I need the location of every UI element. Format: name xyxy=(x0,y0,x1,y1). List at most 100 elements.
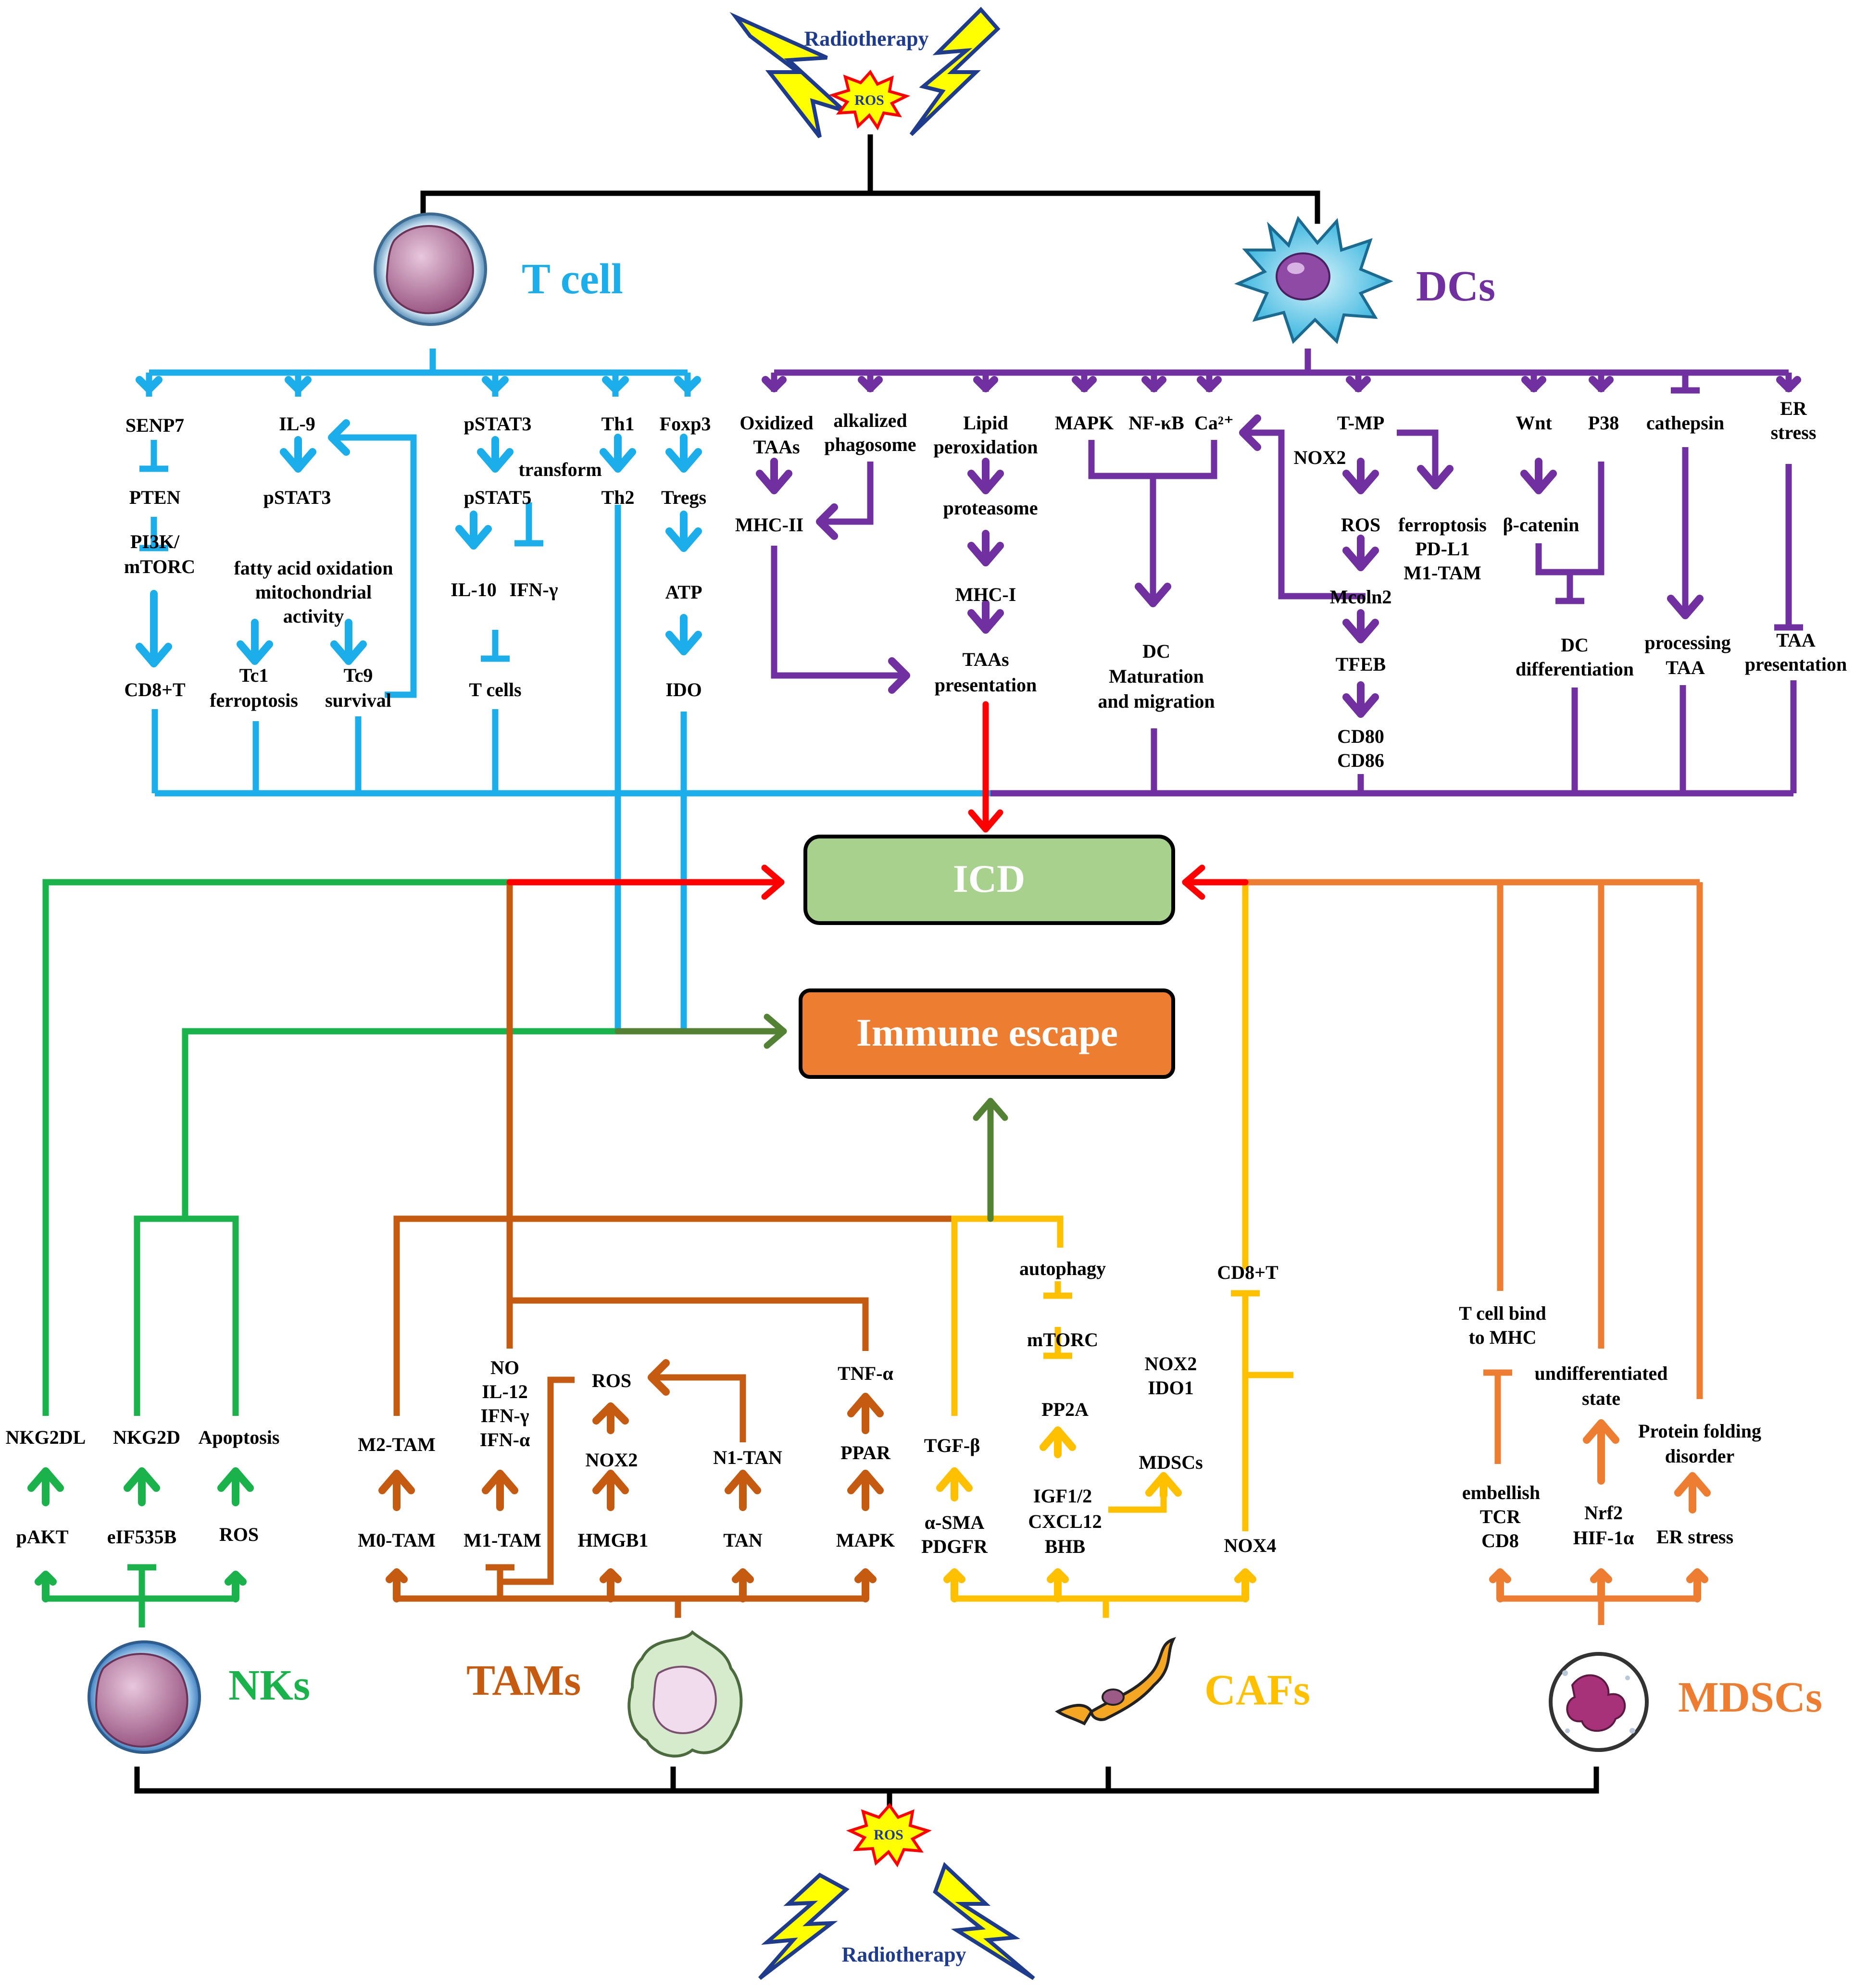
label-cd8t-caf: CD8+T xyxy=(1217,1262,1278,1283)
label-tc1-ferroptosis: ferroptosis xyxy=(210,689,298,711)
dcs-arrowheads xyxy=(756,376,1801,718)
mdscs-arrowheads xyxy=(1489,1419,1711,1602)
icd-label: ICD xyxy=(953,857,1025,900)
label-th2: Th2 xyxy=(602,487,635,508)
label-cathepsin: cathepsin xyxy=(1646,412,1724,434)
label-mito: mitochondrial xyxy=(255,581,372,603)
label-mcoln2: Mcoln2 xyxy=(1330,586,1392,608)
label-no: NO xyxy=(490,1357,519,1378)
radiotherapy-top: ROS Radiotherapy xyxy=(729,7,1001,138)
label-wnt: Wnt xyxy=(1516,412,1552,434)
cafs-arrowheads xyxy=(936,1426,1256,1602)
to-icd-arrows xyxy=(506,864,1249,900)
dcs-icon xyxy=(1234,215,1393,344)
label-differentiation: differentiation xyxy=(1516,658,1634,680)
label-state: state xyxy=(1582,1388,1620,1409)
label-mdscs-caf: MDSCs xyxy=(1139,1451,1203,1473)
label-m0tam: M0-TAM xyxy=(358,1529,435,1551)
label-processing: processing xyxy=(1644,632,1730,653)
label-foxp3: Foxp3 xyxy=(660,413,711,435)
label-hif1a: HIF-1α xyxy=(1573,1527,1634,1549)
label-peroxidation: peroxidation xyxy=(933,436,1038,458)
label-tregs: Tregs xyxy=(661,487,706,508)
label-tcr: TCR xyxy=(1480,1506,1521,1527)
label-th1: Th1 xyxy=(602,413,635,435)
label-nfkb: NF-κB xyxy=(1128,412,1184,434)
label-nrf2: Nrf2 xyxy=(1584,1502,1623,1524)
label-cd8-mdsc: CD8 xyxy=(1481,1530,1519,1551)
label-pp2a: PP2A xyxy=(1041,1399,1089,1420)
label-alkalized: alkalized xyxy=(833,410,907,431)
labels-nks: NKG2DL pAKT NKG2D eIF535B Apoptosis ROS xyxy=(6,1426,280,1548)
label-igf: IGF1/2 xyxy=(1033,1485,1092,1507)
dcs-branch xyxy=(771,349,1803,797)
label-mhc1: MHC-I xyxy=(955,584,1016,605)
label-ferroptosis: ferroptosis xyxy=(1398,514,1487,536)
label-tnfa: TNF-α xyxy=(838,1363,893,1384)
label-pstat3-b: pSTAT3 xyxy=(464,413,532,435)
label-taas-presentation: presentation xyxy=(935,674,1037,696)
label-er-stress-mdsc: ER stress xyxy=(1656,1526,1733,1548)
label-nox4: NOX4 xyxy=(1224,1535,1277,1556)
tams-branch xyxy=(393,882,990,1618)
label-apoptosis: Apoptosis xyxy=(199,1426,280,1448)
mdscs-icon xyxy=(1549,1652,1649,1752)
lightning-icon xyxy=(758,1873,850,1980)
nks-arrowheads xyxy=(27,1467,254,1602)
label-ros-tam: ROS xyxy=(592,1370,631,1391)
ros-burst-icon xyxy=(846,1803,932,1868)
labels-tams: M2-TAM M0-TAM NO IL-12 IFN-γ IFN-α M1-TA… xyxy=(358,1357,895,1551)
label-maturation: Maturation xyxy=(1109,665,1204,687)
nks-title: NKs xyxy=(228,1662,310,1709)
label-pstat3-a: pSTAT3 xyxy=(263,487,331,508)
label-taa-presentation: presentation xyxy=(1745,653,1847,675)
tams-arrowheads xyxy=(378,1359,884,1602)
label-m2tam: M2-TAM xyxy=(358,1434,435,1455)
radiotherapy-branches xyxy=(134,134,1599,1825)
tcell-title: T cell xyxy=(522,255,623,303)
label-tmp: T-MP xyxy=(1337,412,1385,434)
label-eif535b: eIF535B xyxy=(107,1526,176,1548)
label-embellish: embellish xyxy=(1462,1482,1540,1503)
label-tgfb: TGF-β xyxy=(924,1435,980,1456)
label-mtorc: mTORC xyxy=(124,556,195,577)
label-proteasome: proteasome xyxy=(943,497,1038,519)
label-oxidized: Oxidized xyxy=(739,412,813,434)
label-nox2: NOX2 xyxy=(1294,447,1346,468)
cafs-title: CAFs xyxy=(1204,1666,1310,1714)
label-nkg2d: NKG2D xyxy=(113,1426,180,1448)
label-nkg2dl: NKG2DL xyxy=(6,1426,86,1448)
label-transform: transform xyxy=(518,459,602,480)
label-migration: and migration xyxy=(1098,690,1215,712)
dcs-to-icd-arrow xyxy=(968,701,1003,833)
label-fao: fatty acid oxidation xyxy=(234,557,393,579)
label-pdl1: PD-L1 xyxy=(1415,538,1469,560)
label-il10: IL-10 xyxy=(451,579,497,600)
label-ido1: IDO1 xyxy=(1148,1377,1194,1399)
label-disorder: disorder xyxy=(1665,1445,1734,1467)
label-pakt: pAKT xyxy=(16,1526,69,1548)
label-senp7: SENP7 xyxy=(125,414,184,436)
label-hmgb1: HMGB1 xyxy=(578,1529,649,1551)
label-tcells: T cells xyxy=(469,679,521,700)
label-pi3k: PI3K/ xyxy=(130,531,180,552)
label-pstat5: pSTAT5 xyxy=(464,487,532,508)
label-tfeb: TFEB xyxy=(1336,653,1386,675)
radiotherapy-label: Radiotherapy xyxy=(841,1943,966,1966)
label-ifna: IFN-α xyxy=(480,1429,530,1450)
labels-cafs: TGF-β α-SMA PDGFR autophagy mTORC PP2A I… xyxy=(921,1258,1278,1557)
label-il12: IL-12 xyxy=(482,1381,528,1402)
label-cxcl12: CXCL12 xyxy=(1028,1511,1102,1532)
label-cd80: CD80 xyxy=(1337,725,1384,747)
labels-dcs: Oxidized TAAs alkalized phagosome MHC-II… xyxy=(735,398,1847,771)
ros-label: ROS xyxy=(874,1827,903,1843)
label-cd8t: CD8+T xyxy=(124,679,186,700)
label-protein-folding: Protein folding xyxy=(1638,1420,1761,1442)
label-undifferentiated: undifferentiated xyxy=(1534,1363,1667,1384)
lightning-icon xyxy=(729,12,845,138)
label-il9: IL-9 xyxy=(279,413,315,435)
label-er-stress: stress xyxy=(1771,422,1817,443)
tams-icon xyxy=(627,1630,743,1758)
ros-label: ROS xyxy=(854,92,884,108)
